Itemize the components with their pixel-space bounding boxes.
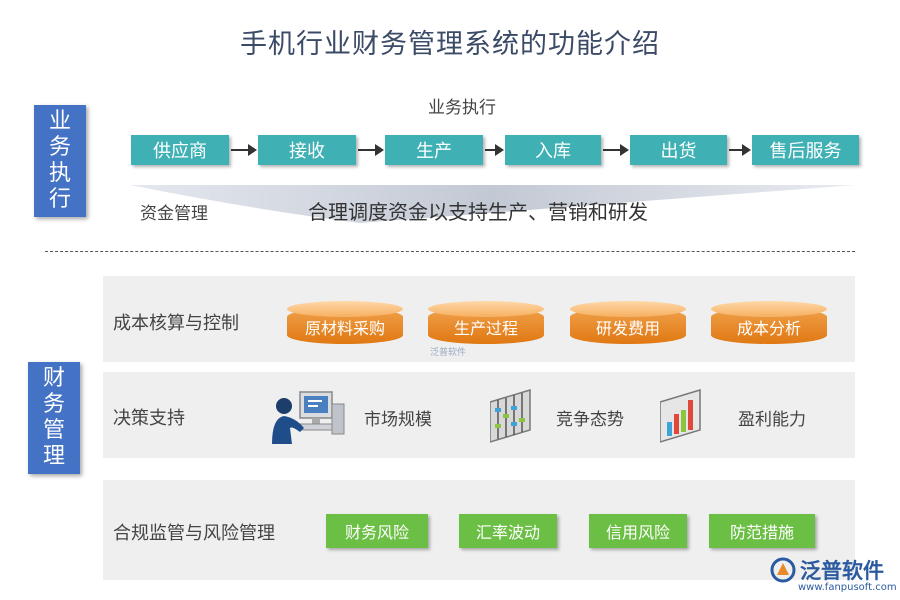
compliance-item-credit-risk: 信用风险	[589, 514, 687, 548]
funnel-shape	[130, 185, 856, 223]
side-label-char: 行	[48, 187, 71, 212]
watermark-small: 泛普软件	[430, 348, 467, 358]
flow-step-after-sales: 售后服务	[752, 135, 859, 165]
side-label-char: 务	[42, 392, 65, 417]
arrow-icon	[729, 144, 751, 156]
flow-step-warehousing: 入库	[505, 135, 601, 165]
cylinder-cost-analysis: 成本分析	[711, 301, 827, 349]
side-label-char: 管	[42, 418, 65, 443]
side-label-char: 理	[42, 444, 65, 469]
logo-icon	[770, 557, 796, 583]
side-label-char: 业	[48, 109, 71, 134]
fund-management-label: 资金管理	[140, 204, 208, 224]
fund-management-description: 合理调度资金以支持生产、营销和研发	[308, 200, 648, 224]
cylinder-label: 研发费用	[595, 319, 660, 338]
decision-item-profitability: 盈利能力	[738, 410, 806, 430]
flow-step-receive: 接收	[258, 135, 356, 165]
flow-step-production: 生产	[385, 135, 483, 165]
page-title: 手机行业财务管理系统的功能介绍	[240, 29, 660, 60]
compliance-item-exchange-rate: 汇率波动	[459, 514, 557, 548]
logo-text: 泛普软件	[800, 559, 884, 583]
panel-decision-support	[103, 372, 855, 458]
compliance-label: 合规监管与风险管理	[113, 523, 275, 544]
arrow-icon	[485, 144, 504, 156]
side-label-char: 财	[42, 366, 65, 391]
section-divider	[45, 251, 855, 252]
side-label-char: 务	[48, 135, 71, 160]
flow-step-shipping: 出货	[630, 135, 727, 165]
cost-control-label: 成本核算与控制	[113, 313, 239, 334]
bar-chart-icon	[660, 388, 701, 443]
side-label-finance: 财 务 管 理	[28, 362, 80, 474]
cylinder-raw-material: 原材料采购	[287, 301, 403, 349]
side-label-char: 执	[48, 161, 71, 186]
arrow-icon	[358, 144, 384, 156]
compliance-item-financial-risk: 财务风险	[326, 514, 428, 548]
compliance-item-prevention: 防范措施	[709, 514, 815, 548]
side-label-business: 业 务 执 行	[34, 105, 86, 217]
decision-item-market-size: 市场规模	[364, 410, 432, 430]
abacus-icon	[490, 388, 531, 443]
cylinder-label: 生产过程	[453, 319, 518, 338]
cylinder-production-process: 生产过程	[428, 301, 544, 349]
flow-step-supplier: 供应商	[131, 135, 229, 165]
computer-user-icon	[272, 391, 345, 444]
brand-logo: 泛普软件	[770, 555, 884, 585]
cylinder-label: 原材料采购	[304, 319, 385, 338]
arrow-icon	[231, 144, 257, 156]
cylinder-label: 成本分析	[736, 319, 801, 338]
flow-heading: 业务执行	[428, 98, 496, 118]
arrow-icon	[603, 144, 629, 156]
decision-support-label: 决策支持	[113, 408, 185, 429]
logo-url: www.fanpusoft.com	[798, 582, 897, 593]
decision-item-competition: 竞争态势	[556, 410, 624, 430]
cylinder-rd-cost: 研发费用	[570, 301, 686, 349]
